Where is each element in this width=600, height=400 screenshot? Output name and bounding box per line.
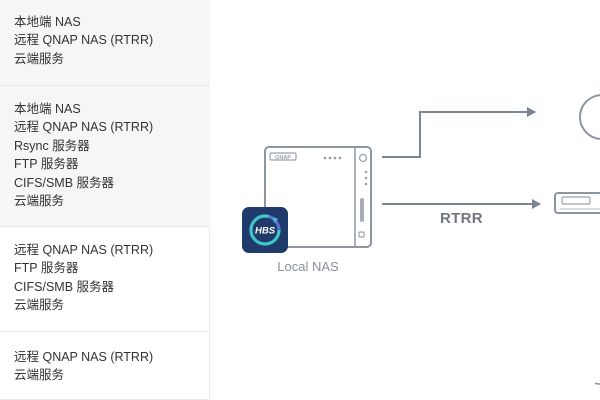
- row-item: 云端服务: [14, 298, 65, 313]
- row-item: 远程 QNAP NAS (RTRR): [14, 243, 154, 257]
- row-item: 远程 QNAP NAS (RTRR): [14, 33, 154, 48]
- local-nas-device: QNAP: [264, 146, 372, 248]
- rtrr-label: RTRR: [440, 210, 483, 227]
- table-row: 远程 QNAP NAS (RTRR) FTP 服务器 CIFS/SMB 服务器 …: [0, 227, 210, 332]
- local-nas-label: Local NAS: [277, 259, 339, 274]
- table-row: 本地端 NAS 远程 QNAP NAS (RTRR) Rsync 服务器 FTP…: [0, 86, 210, 227]
- power-icon: [358, 153, 368, 163]
- row-item: 远程 QNAP NAS (RTRR): [14, 350, 154, 364]
- hbs-icon-text: HBS: [255, 226, 276, 237]
- table-row: 本地端 NAS 远程 QNAP NAS (RTRR) 云端服务: [0, 0, 210, 86]
- row-item: 本地端 NAS: [14, 102, 81, 116]
- row-item: Rsync 服务器: [14, 138, 90, 153]
- partial-device-icon: [594, 382, 600, 385]
- connection-arrow-cloud: [382, 107, 536, 158]
- row-item: 本地端 NAS: [14, 15, 81, 29]
- row-item: 云端服务: [14, 51, 65, 66]
- row-item: FTP 服务器: [14, 261, 79, 276]
- row-item: 云端服务: [14, 194, 65, 209]
- row-item: FTP 服务器: [14, 157, 79, 172]
- cloud-service-icon: [579, 94, 600, 140]
- hbs-app-icon: HBS: [242, 207, 288, 253]
- diagram-canvas: QNAP: [264, 94, 600, 385]
- row-item: 云端服务: [14, 368, 65, 383]
- remote-nas-device: [554, 192, 600, 214]
- row-item: CIFS/SMB 服务器: [14, 175, 115, 190]
- row-item: 远程 QNAP NAS (RTRR): [14, 120, 154, 135]
- destination-table: 本地端 NAS 远程 QNAP NAS (RTRR) 云端服务 本地端 NAS …: [0, 0, 210, 400]
- backup-diagram: QNAP: [210, 0, 600, 400]
- row-item: CIFS/SMB 服务器: [14, 279, 115, 294]
- device-logo: [269, 152, 297, 161]
- table-row: 远程 QNAP NAS (RTRR) 云端服务: [0, 332, 210, 400]
- device-brand-text: QNAP: [275, 155, 291, 161]
